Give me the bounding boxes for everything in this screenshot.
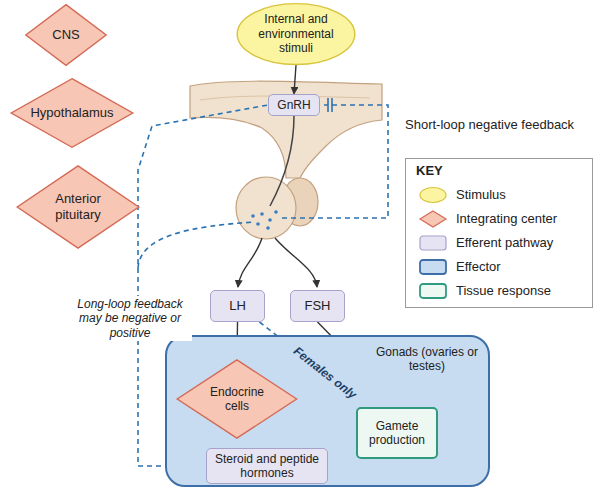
efferent-box: Steroid and peptide hormones — [206, 448, 328, 485]
legend-swatch — [418, 282, 448, 300]
efferent-box: LH — [210, 290, 265, 322]
integrating-center-diamond: Endocrine cells — [176, 359, 298, 439]
legend-text: Integrating center — [456, 211, 557, 227]
node-text: Anterior pituitary — [43, 191, 113, 222]
integrating-center-diamond: Hypothalamus — [10, 78, 134, 148]
legend-swatch — [418, 258, 448, 276]
annotation-label: Long-loop feedback may be negative or po… — [68, 296, 192, 341]
portal-vessel — [270, 116, 294, 206]
annotation-label: Short-loop negative feedback — [405, 117, 574, 133]
integrating-center-diamond: Anterior pituitary — [16, 165, 140, 249]
node-text: Gamete production — [362, 419, 432, 448]
effector-region: Gonads (ovaries or testes) Endocrine cell… — [165, 335, 490, 487]
node-text: GnRH — [277, 98, 310, 112]
legend-text: Stimulus — [456, 187, 506, 203]
node-text: Internal and environmental stimuli — [252, 12, 340, 55]
efferent-box: FSH — [290, 290, 345, 322]
node-text: LH — [229, 298, 246, 314]
legend-swatch — [418, 234, 448, 252]
legend-swatch — [418, 186, 448, 204]
pituitary-to-lh-arrow — [238, 238, 262, 287]
legend-text: Tissue response — [456, 283, 551, 299]
hormone-dots — [251, 210, 278, 230]
tissue-response-box: Gamete production — [356, 407, 438, 459]
hypothalamus-tissue — [190, 81, 382, 178]
node-text: FSH — [305, 298, 331, 314]
efferent-box: GnRH — [268, 94, 320, 116]
long-loop-pituitary-branch — [138, 222, 255, 268]
key-heading: KEY — [416, 163, 443, 179]
node-text: Endocrine cells — [202, 385, 272, 414]
short-loop-feedback-line — [282, 105, 388, 218]
pituitary-to-fsh-arrow — [275, 238, 317, 287]
anterior-lobe — [236, 177, 296, 239]
integrating-center-diamond: CNS — [25, 4, 107, 66]
legend-text: Effector — [456, 259, 501, 275]
node-text: CNS — [52, 27, 79, 43]
node-text: Hypothalamus — [30, 105, 113, 121]
inhibition-bars — [328, 98, 332, 112]
legend-text: Efferent pathway — [456, 235, 553, 251]
legend-swatch — [418, 210, 448, 228]
stimulus-ellipse: Internal and environmental stimuli — [236, 3, 356, 65]
node-text: Gonads (ovaries or testes) — [365, 345, 489, 374]
node-text: Steroid and peptide hormones — [212, 452, 322, 481]
arrow-connector — [294, 65, 296, 94]
